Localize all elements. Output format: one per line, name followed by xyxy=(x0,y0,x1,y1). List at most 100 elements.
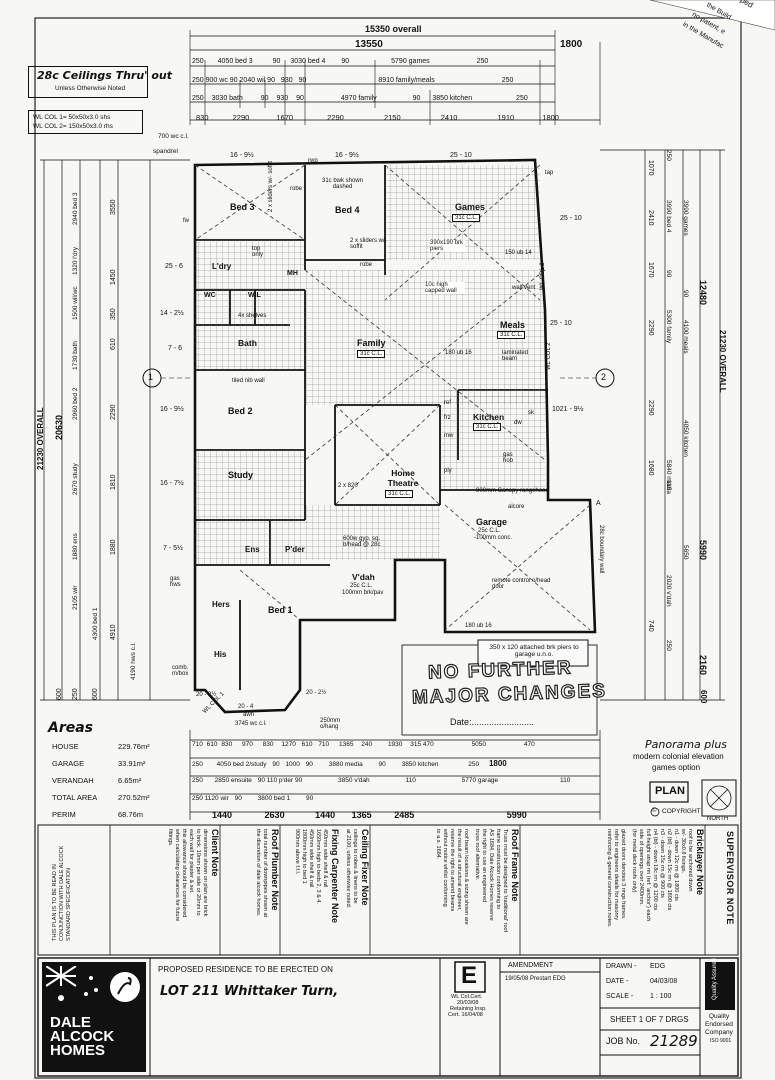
dim-left-bath: 1730 bath xyxy=(72,341,79,370)
note-client: Client Note dimensions shown on plan are… xyxy=(110,825,220,955)
dim-left-small-2: 600 xyxy=(92,688,99,700)
note-sliders-bed3: 2 x sliders w/- soffit xyxy=(268,161,274,212)
grid-a-label: A xyxy=(596,500,601,507)
wc-cl-note: 700 wc c.l. xyxy=(158,133,189,140)
dim-bottom-row1: 710 610 830 970 830 1270 610 710 1365 24… xyxy=(192,741,535,748)
dim-bottom-row4: 250 1120 wir 90 3800 bed 1 90 xyxy=(192,795,314,802)
note-2x820: 2 x 820 xyxy=(338,483,358,489)
roof-frame2-line-2: reserve the right to amend beams xyxy=(449,829,455,912)
job-label: JOB No. xyxy=(606,1036,641,1046)
north-label: NORTH xyxy=(707,816,729,822)
fixing-title: Fixing Carpenter Note xyxy=(330,829,340,924)
angle-7-5: 7 - 5½ xyxy=(163,545,183,552)
bricklayer-line-0: roof to be anchored down xyxy=(687,829,693,892)
roof-plumber-title: Roof Plumber Note xyxy=(270,829,280,911)
swan-icon xyxy=(110,972,140,1002)
dim-right-small-1: 90 xyxy=(665,270,672,278)
wl-col2: WL COL 2= 150x50x3.0 rhs xyxy=(33,123,113,130)
dim-left-wir: 2105 wir xyxy=(72,585,79,610)
quality-line-4: ISO 9001 xyxy=(710,1038,732,1044)
dim-bottom-row2: 250 4050 bed 2/study 90 1000 90 3880 med… xyxy=(192,759,507,768)
flag-icon xyxy=(46,966,106,1006)
roof-frame2-line-4: to a.s. 1684. xyxy=(435,829,441,860)
dim-right-ext: 1800 xyxy=(560,39,583,50)
areas-value-3: 270.52m² xyxy=(118,793,150,802)
design-option: games option xyxy=(652,763,701,772)
garage-cl: 25c C.L. xyxy=(478,528,501,534)
note-ub-1: 150 ub 14 xyxy=(505,250,532,256)
sheet-label: SHEET 1 OF 7 DRGS xyxy=(610,1015,689,1024)
note-robe-bed4: robe xyxy=(360,262,373,268)
dim-right-small-4: 250 xyxy=(665,640,672,651)
note-piers: 390x190 brk piers xyxy=(430,240,465,252)
dim-left-hws: 4190 hws c.l. xyxy=(130,642,137,680)
bricklayer-line-8: (for metal deck roofs only) xyxy=(631,829,637,893)
roof-plumber-line-1: the discretion of dale alcock homes. xyxy=(255,829,261,917)
dim-top-row2: 250 900 wc 90 2040 wil 90 930 90 8910 fa… xyxy=(192,77,514,84)
note-boundary: 28c boundary wall xyxy=(598,525,604,574)
fixing-line-1: 1650mm high to beds 2, 3 & 4. xyxy=(315,829,321,904)
fixing-line-2: 450mm wide shelf & rail xyxy=(308,829,314,888)
dim-right2-1: 3990 games xyxy=(682,200,689,236)
conform-line-2: STANDARD SPECIFICATION xyxy=(66,867,72,941)
angle-16-7: 16 - 7½ xyxy=(160,480,184,487)
dim-left-small-1: 250 xyxy=(72,688,79,700)
client-line-1: to brick. 10mm per side or 20mm to xyxy=(195,829,201,916)
dim-right2-6: 2020 v'dah xyxy=(665,575,672,607)
roof-frame-line-1: frame construction conforming to xyxy=(495,829,501,910)
dim-left-sub: 20630 xyxy=(54,414,64,440)
roof-frame2-line-3: without notice whilst conforming xyxy=(442,829,448,907)
angle-right-3: 1021 - 9½ xyxy=(552,406,584,413)
dim-right-5990: 5990 xyxy=(698,540,708,561)
kitchen-cl: 31c C.L. xyxy=(473,423,502,431)
areas-label-2: VERANDAH xyxy=(52,776,94,785)
angle-right-1: 25 - 10 xyxy=(560,215,582,222)
roof-frame-line-4: truss roof alternative. xyxy=(474,829,480,881)
angle-25-6: 25 - 6 xyxy=(165,263,183,270)
note-attached-piers: 350 x 120 attached brk piers to garage u… xyxy=(489,644,579,658)
note-sliders-bed4: 2 x sliders w/- soffit xyxy=(350,238,387,250)
note-laminated: laminated beam xyxy=(502,350,529,362)
dim-bottom-row5: 1440 2630 1440 1365 2485 5990 xyxy=(212,810,527,820)
dim-left2-6: 1880 xyxy=(110,539,117,555)
bricklayer-line-6: full height strap rm (ref: 'anchor') eac… xyxy=(645,829,651,922)
dim-left-bed1: 4300 bed 1 xyxy=(92,607,99,640)
bricklayer-line-5: n4 (bl) - down 18c rm @ 1200 cts xyxy=(652,829,658,911)
dim-right2-7: 5650 xyxy=(682,545,689,560)
copyright-label: COPYRIGHT xyxy=(662,808,701,815)
bricklayer-line-1: w/- 30x0.8 fixings. xyxy=(680,829,686,874)
garage-conc: -100mm conc. xyxy=(474,535,513,541)
note-gas-hob: gas hob xyxy=(503,452,514,464)
dim-right-3: 2290 xyxy=(647,320,654,336)
dim-left2-3: 610 xyxy=(110,338,117,350)
ceilings-box: 28c Ceilings Thru' out Unless Otherwise … xyxy=(28,66,172,98)
note-sk: sk xyxy=(528,410,534,416)
fixing-line-0: 450mm wide shelf & rail xyxy=(322,829,328,888)
bricklayer-line-4: n3 - down 15c rm @ 900 cts xyxy=(659,829,665,898)
date-label: DATE - xyxy=(606,978,629,985)
dim-right-5: 1680 xyxy=(647,460,654,476)
dim-left2-5: 1810 xyxy=(110,474,117,490)
retaining-label: Retaining Insp. xyxy=(450,1006,487,1012)
room-family: Family xyxy=(357,338,386,348)
areas-label-4: PERIM xyxy=(52,810,76,819)
e-letter: E xyxy=(461,962,478,989)
angle-top-1: 16 - 9½ xyxy=(230,152,254,159)
client-line-5: fittings. xyxy=(167,829,173,847)
client-line-0: dimensions shown on plan are brick xyxy=(202,829,208,917)
roof-frame-line-0: Truss must be designed to 'traditional' … xyxy=(502,829,508,933)
areas-value-2: 6.65m² xyxy=(118,776,142,785)
room-bath: Bath xyxy=(238,338,257,348)
angle-right-2: 25 - 10 xyxy=(550,320,572,327)
dim-right-small-0: 250 xyxy=(665,150,672,161)
dim-bottom-row3: 250 2850 ensuite 90 110 p'der 90 3850 v'… xyxy=(192,777,571,784)
angle-top-2: 16 - 9½ xyxy=(335,152,359,159)
dim-right-small-3: 110 xyxy=(665,480,672,491)
note-tap: tap xyxy=(545,170,554,176)
client-line-4: when calculating clearances for future xyxy=(174,829,180,922)
bricklayer-line-3: n2 (bl) - down 15c rm @ 1800 cts xyxy=(666,829,672,911)
dim-top-row4: 830 2290 1670 2290 2150 2410 1910 1800 xyxy=(196,113,559,122)
meals-cl: 31c C.L. xyxy=(497,331,526,339)
